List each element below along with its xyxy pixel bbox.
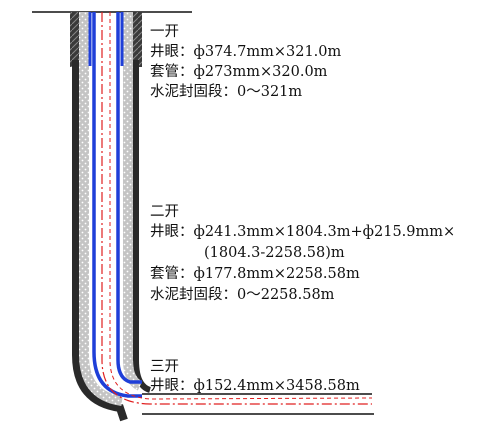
formation-wall-outer xyxy=(72,60,128,422)
section-2-title: 二开 xyxy=(150,204,179,220)
cement-sheath-right xyxy=(123,12,143,391)
section-2-line-4: 水泥封固段：0～2258.58m xyxy=(150,287,335,303)
section-1-line-2: 套管：ф273mm×320.0m xyxy=(150,64,328,80)
section-2-line-1: 井眼：ф241.3mm×1804.3m+ф215.9mm× xyxy=(150,224,456,240)
section-1-title: 一开 xyxy=(150,24,179,40)
cement-sheath-left xyxy=(79,12,123,406)
section-3-title: 三开 xyxy=(150,359,179,375)
section-1-line-1: 井眼：ф374.7mm×321.0m xyxy=(150,44,342,60)
centerline-tubing-a xyxy=(101,12,372,405)
section-3-line-1: 井眼：ф152.4mm×3458.58m xyxy=(150,378,360,394)
production-casing-left xyxy=(92,12,142,398)
section-2-line-2: (1804.3-2258.58)m xyxy=(204,245,345,261)
production-casing-right xyxy=(116,12,142,384)
section-2-line-3: 套管：ф177.8mm×2258.58m xyxy=(150,266,360,282)
formation-wall-inner xyxy=(133,60,152,393)
centerline-tubing-b xyxy=(109,12,373,400)
section-1-line-3: 水泥封固段：0～321m xyxy=(150,84,303,100)
